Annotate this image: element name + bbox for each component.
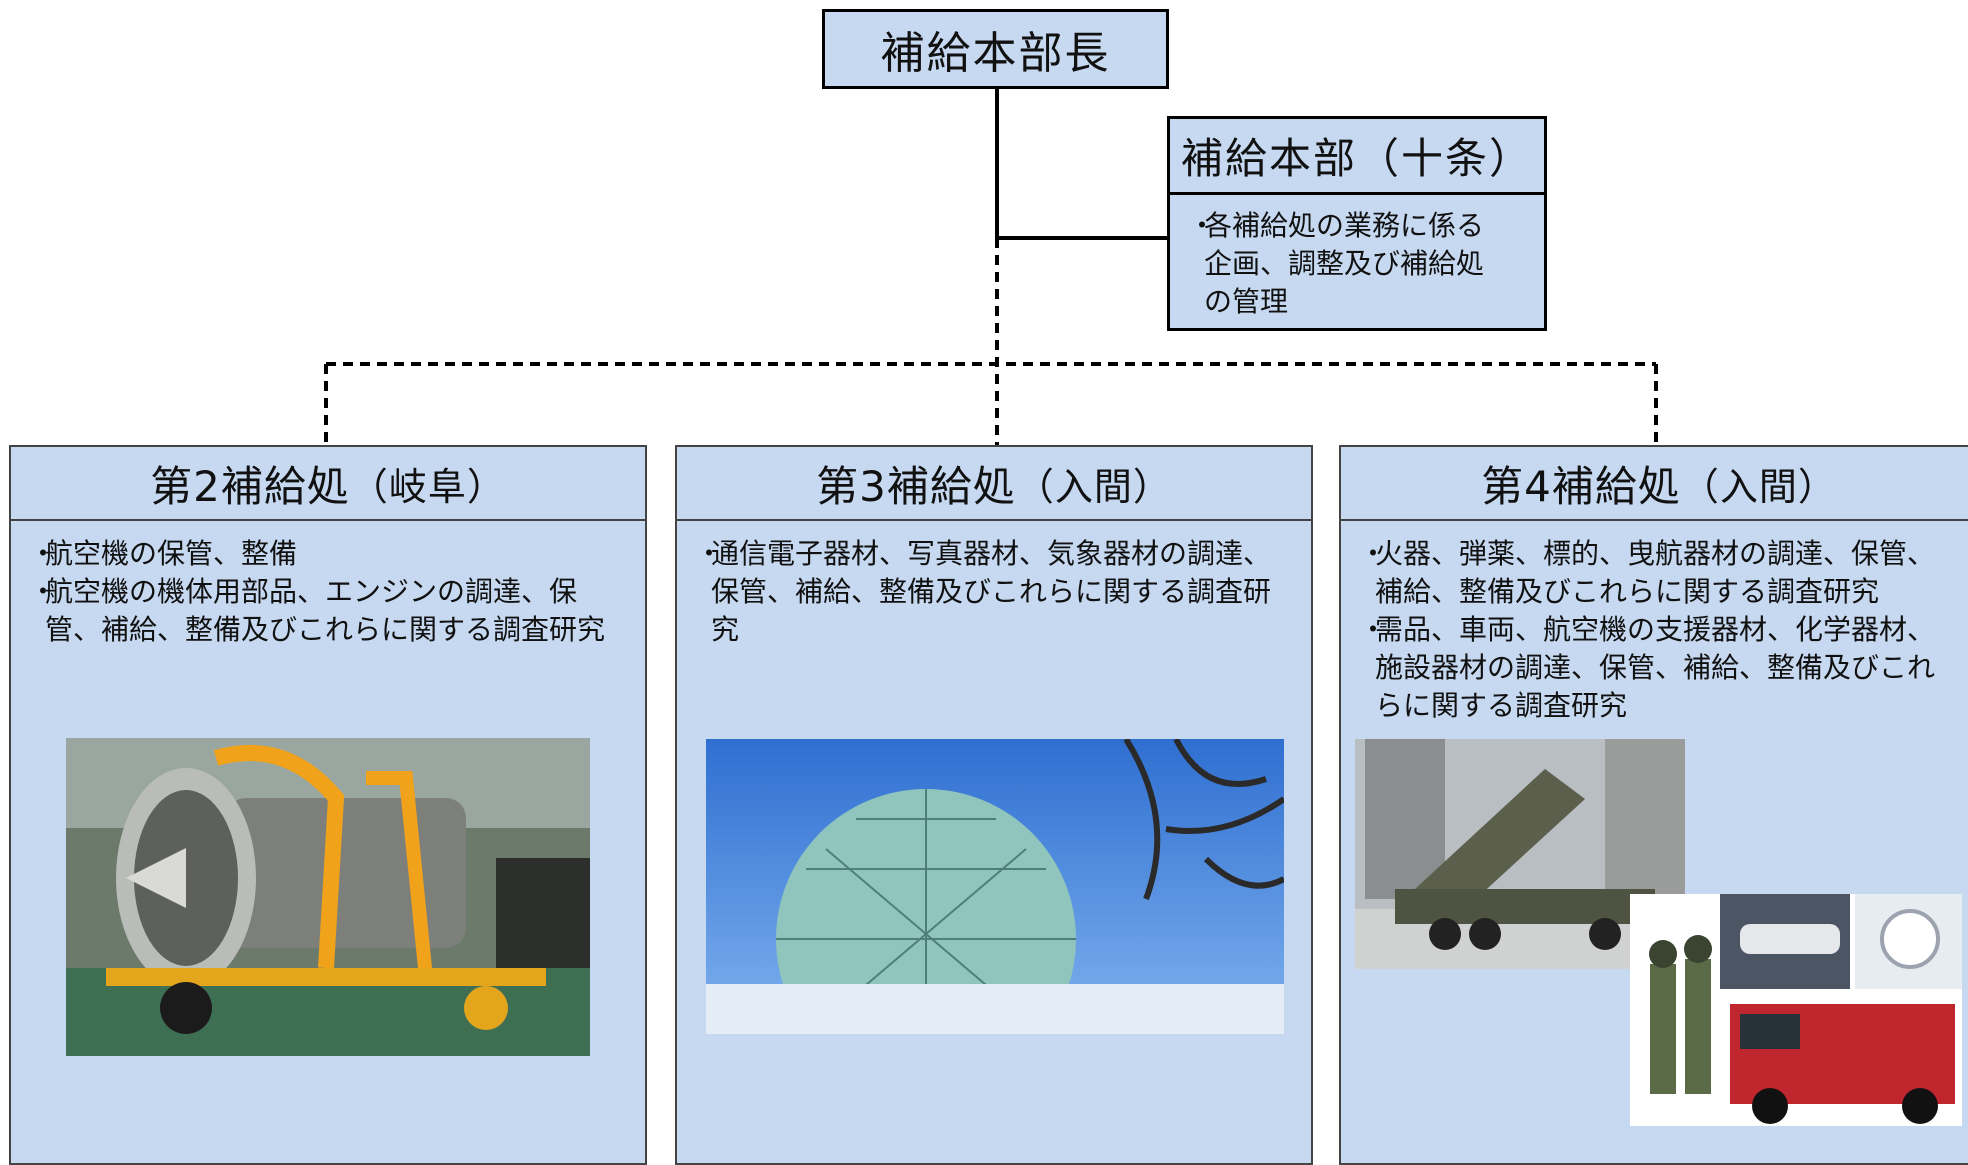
depot-title: 第3補給処（入間） (677, 447, 1311, 521)
hq-description-line: の管理 (1204, 285, 1289, 318)
radar-dome-photo (706, 739, 1284, 1034)
hq-description-line: 各補給処の業務に係る (1204, 209, 1485, 242)
duty-item: ・ 航空機の機体用部品、エンジンの調達、保管、補給、整備及びこれらに関する調査研… (29, 575, 606, 646)
hq-title-box: 補給本部（十条） (1167, 116, 1547, 195)
hq-chief-box: 補給本部長 (822, 9, 1169, 89)
depot-name: 第3補給処 (816, 461, 1016, 511)
hq-description: ・ 各補給処の業務に係る 企画、調整及び補給処 の管理 (1188, 207, 1526, 321)
bullet-mark: ・ (1188, 209, 1217, 242)
depot-title: 第4補給処（入間） (1341, 447, 1968, 521)
depot-duties: ・ 通信電子器材、写真器材、気象器材の調達、保管、補給、整備及びこれらに関する調… (677, 521, 1311, 663)
duty-item: ・ 航空機の保管、整備 (29, 537, 298, 570)
duty-item: ・ 需品、車両、航空機の支援器材、化学器材、施設器材の調達、保管、補給、整備及び… (1359, 613, 1936, 722)
jet-engine-photo (66, 738, 590, 1056)
depot-duties: ・ 火器、弾薬、標的、曳航器材の調達、保管、補給、整備及びこれらに関する調査研究… (1341, 521, 1968, 739)
depot-title: 第2補給処（岐阜） (11, 447, 645, 521)
depot-duties: ・ 航空機の保管、整備 ・ 航空機の機体用部品、エンジンの調達、保管、補給、整備… (11, 521, 645, 663)
hq-title: 補給本部（十条） (1180, 134, 1533, 183)
missile-launcher-photo (1355, 739, 1685, 969)
hq-description-line: 企画、調整及び補給処 (1204, 247, 1485, 280)
depot-location: （入間） (1015, 464, 1172, 509)
depot-name: 第4補給処 (1481, 461, 1681, 511)
vehicles-collage-photo (1630, 894, 1962, 1126)
depot-location: （岐阜） (349, 464, 506, 509)
hq-chief-title: 補給本部長 (880, 28, 1111, 79)
duty-item: ・ 通信電子器材、写真器材、気象器材の調達、保管、補給、整備及びこれらに関する調… (695, 537, 1272, 646)
depot-location: （入間） (1680, 464, 1837, 509)
depot-name: 第2補給処 (150, 461, 350, 511)
duty-item: ・ 火器、弾薬、標的、曳航器材の調達、保管、補給、整備及びこれらに関する調査研究 (1359, 537, 1936, 608)
hq-description-box: ・ 各補給処の業務に係る 企画、調整及び補給処 の管理 (1167, 192, 1547, 331)
